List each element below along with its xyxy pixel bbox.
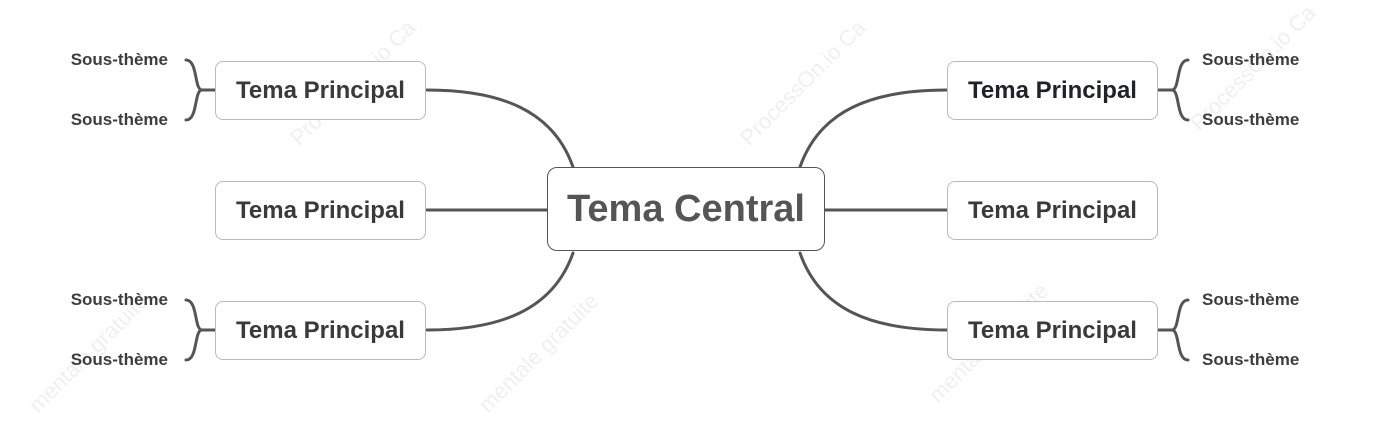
subtopic-top-right-1[interactable]: Sous-thème bbox=[1202, 50, 1300, 69]
connector-bottom-left bbox=[425, 251, 575, 332]
subtopic-top-right-2[interactable]: Sous-thème bbox=[1202, 110, 1300, 129]
subtopic-top-left-1[interactable]: Sous-thème bbox=[70, 50, 168, 69]
subtopic-bottom-left-1[interactable]: Sous-thème bbox=[70, 290, 168, 309]
brace-bottom-left bbox=[184, 298, 217, 362]
subtopic-bottom-right-2[interactable]: Sous-thème bbox=[1202, 350, 1300, 369]
connector-top-right bbox=[798, 88, 949, 169]
brace-bottom-right bbox=[1156, 298, 1190, 362]
main-topic-bottom-right[interactable]: Tema Principal bbox=[947, 301, 1158, 360]
subtopic-bottom-right-1[interactable]: Sous-thème bbox=[1202, 290, 1300, 309]
subtopic-bottom-left-2[interactable]: Sous-thème bbox=[70, 350, 168, 369]
brace-top-left bbox=[184, 58, 217, 122]
connector-bottom-right bbox=[798, 251, 949, 332]
main-topic-bottom-left[interactable]: Tema Principal bbox=[215, 301, 426, 360]
main-topic-middle-right[interactable]: Tema Principal bbox=[947, 181, 1158, 240]
main-topic-top-right[interactable]: Tema Principal bbox=[947, 61, 1158, 120]
connector-top-left bbox=[425, 88, 575, 169]
subtopic-top-left-2[interactable]: Sous-thème bbox=[70, 110, 168, 129]
main-topic-middle-left[interactable]: Tema Principal bbox=[215, 181, 426, 240]
main-topic-top-left[interactable]: Tema Principal bbox=[215, 61, 426, 120]
brace-top-right bbox=[1156, 58, 1190, 122]
central-topic[interactable]: Tema Central bbox=[547, 167, 825, 251]
